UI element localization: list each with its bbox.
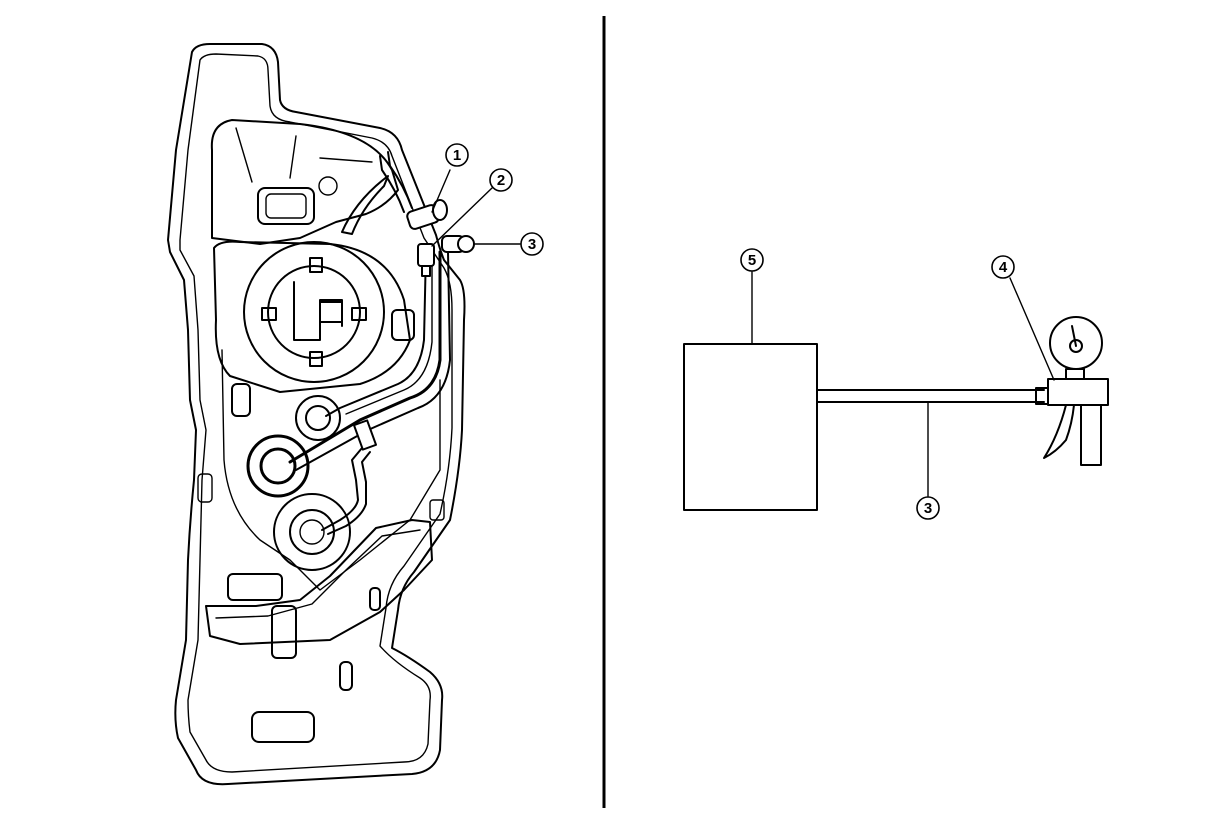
gauge-body — [1047, 378, 1109, 406]
callout-1: 1 — [445, 143, 469, 167]
vent-hose-right — [387, 151, 413, 209]
pump-bracket — [293, 281, 343, 341]
ring-tab-right — [351, 307, 367, 321]
leader-4 — [1009, 277, 1055, 381]
callout-3-right-label: 3 — [924, 500, 932, 517]
ring-tab-left — [261, 307, 277, 321]
pump-block — [319, 301, 343, 323]
callout-3-right: 3 — [916, 496, 940, 520]
ring-tab-bottom — [309, 351, 323, 367]
callout-1-label: 1 — [453, 147, 461, 164]
side-tab — [197, 473, 213, 503]
left-slot — [231, 383, 251, 417]
pump-ring-outer — [243, 241, 385, 383]
lower-channel — [205, 519, 433, 645]
middle-recess — [213, 240, 411, 393]
strap-block — [271, 605, 297, 659]
lower-slot-b — [369, 587, 381, 611]
tank-inner-contour — [179, 53, 453, 773]
pump-ring-inner — [267, 265, 361, 359]
sender-lower-inner — [289, 509, 335, 555]
fuel-line-main-edge — [295, 251, 451, 471]
callout-3-left-label: 3 — [528, 236, 536, 253]
upper-cutout-inner — [265, 193, 307, 219]
callout-5: 5 — [740, 248, 764, 272]
vent-hose-left — [379, 155, 405, 213]
callout-3-left: 3 — [520, 232, 544, 256]
gauge-hub — [1069, 339, 1083, 353]
upper-cutout — [257, 187, 315, 225]
pressure-gauge — [1043, 316, 1109, 466]
lower-slot-a — [227, 573, 283, 601]
right-slot — [391, 309, 415, 341]
tank-outline — [167, 43, 466, 786]
upper-recess — [210, 119, 399, 245]
sender-upper-outer — [295, 395, 341, 441]
test-setup — [683, 271, 1109, 511]
connector-3 — [441, 235, 475, 253]
lower-channel-inner — [215, 529, 421, 619]
recess-line-c — [319, 157, 373, 163]
connector-1 — [406, 199, 448, 230]
fuel-line-lower-edge — [327, 451, 371, 535]
lower-body-contour — [221, 349, 441, 591]
callout-4-label: 4 — [999, 259, 1008, 276]
sender-upper-inner — [305, 405, 331, 431]
fuel-line-main — [288, 250, 442, 464]
filler-neck-inner — [259, 447, 297, 485]
lower-slot-d — [251, 711, 315, 743]
callout-5-label: 5 — [748, 252, 756, 269]
fuel-line-lower — [321, 447, 363, 531]
pump-lever — [1043, 404, 1075, 459]
test-unit-box — [683, 343, 818, 511]
callout-2-label: 2 — [497, 172, 505, 189]
recess-line-b — [289, 135, 297, 179]
recess-line-a — [235, 127, 253, 183]
lower-slot-c — [339, 661, 353, 691]
sender-lower-outer — [273, 493, 351, 571]
gauge-handle — [1080, 404, 1102, 466]
leader-1 — [431, 169, 451, 213]
ring-tab-top — [309, 257, 323, 273]
connector-2 — [417, 243, 435, 277]
leader-2 — [431, 187, 493, 247]
callout-2: 2 — [489, 168, 513, 192]
filler-neck-outer — [246, 434, 310, 498]
gauge-needle — [1071, 325, 1077, 347]
small-hole — [318, 176, 338, 196]
side-fin — [341, 175, 389, 235]
fuel-line-upper-edge — [345, 249, 433, 415]
sender-lower-core — [299, 519, 325, 545]
side-tab-right — [429, 499, 445, 521]
callout-4: 4 — [991, 255, 1015, 279]
line-clip — [352, 419, 378, 451]
fuel-line-upper — [325, 249, 427, 417]
gauge-stem — [1065, 368, 1085, 380]
fuel-tank-assembly — [167, 43, 475, 786]
